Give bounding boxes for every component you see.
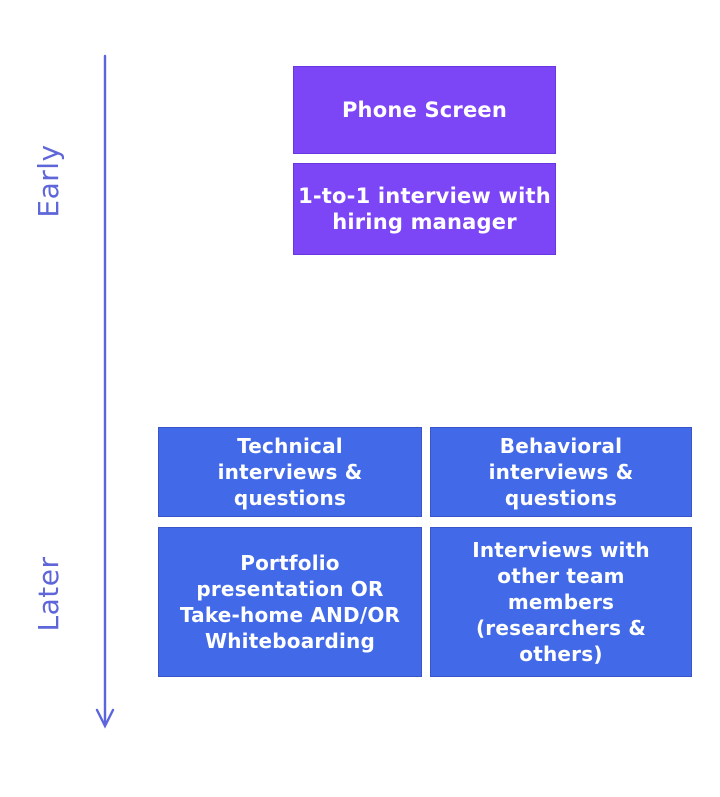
stage-box-team-member-interviews: Interviews with other team members (rese… xyxy=(430,527,692,677)
timeline-arrow-icon xyxy=(95,54,115,729)
timeline-early-label: Early xyxy=(32,144,65,218)
stage-box-1to1-interview: 1-to-1 interview with hiring manager xyxy=(293,163,556,255)
stage-box-portfolio-whiteboarding: Portfolio presentation OR Take-home AND/… xyxy=(158,527,422,677)
stage-box-behavioral-interviews: Behavioral interviews & questions xyxy=(430,427,692,517)
timeline-later-label: Later xyxy=(32,556,65,632)
stage-box-phone-screen: Phone Screen xyxy=(293,66,556,154)
stage-box-technical-interviews: Technical interviews & questions xyxy=(158,427,422,517)
